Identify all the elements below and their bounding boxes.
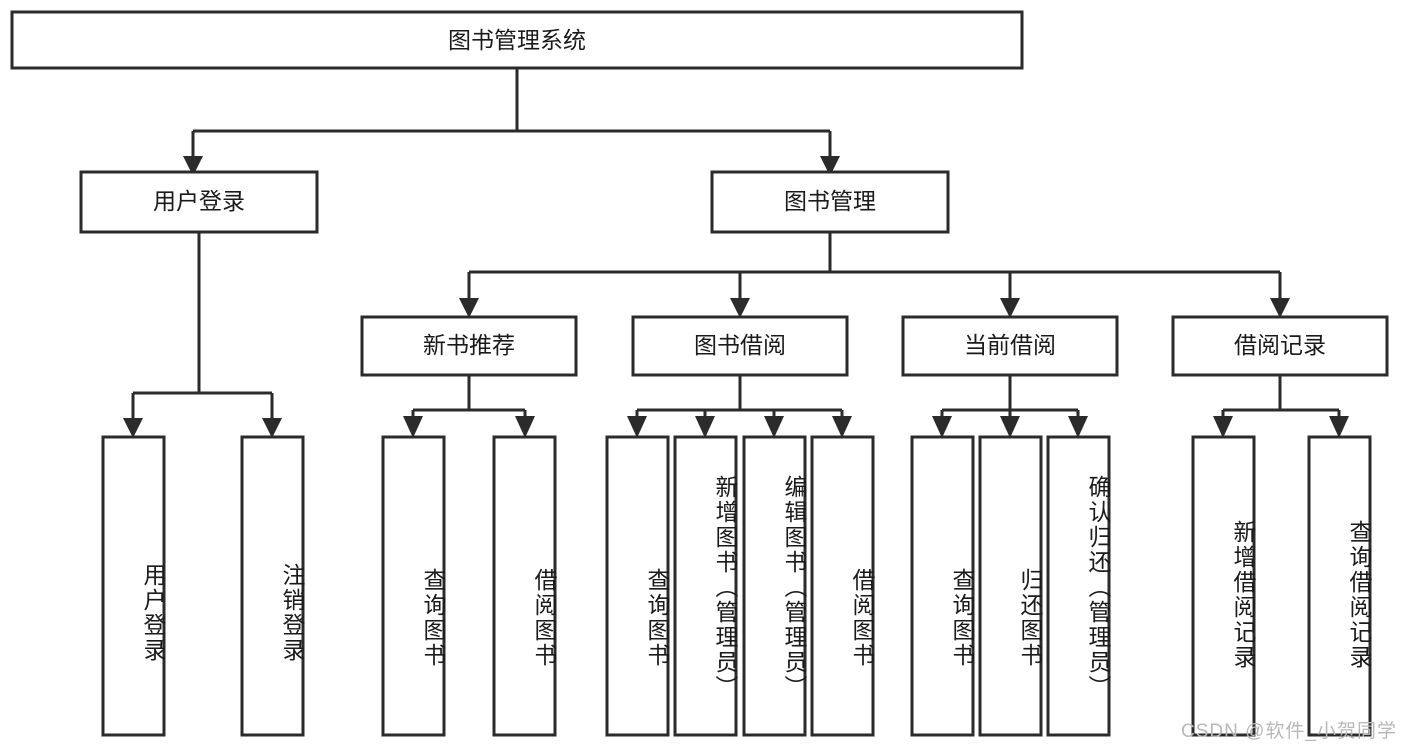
- node-user-login[interactable]: 用户登录: [79, 170, 319, 234]
- node-user-login-box[interactable]: [79, 170, 319, 234]
- leaf-box-bb-add-book[interactable]: [673, 435, 738, 737]
- arrowhead-cb-confirm-return: [1068, 416, 1088, 438]
- arrowhead-cb-return-book: [1000, 416, 1020, 438]
- edge-bookborrow-bus: [635, 375, 844, 420]
- node-book-borrow-box[interactable]: [631, 315, 849, 377]
- node-borrow-record-box[interactable]: [1171, 315, 1389, 377]
- arrowhead-bb-edit-book: [764, 416, 784, 438]
- node-new-book-recommend[interactable]: 新书推荐: [360, 315, 578, 377]
- arrowhead-br-add-record: [1213, 416, 1233, 438]
- node-new-book-recommend-box[interactable]: [360, 315, 578, 377]
- node-book-manage-label: 图书管理: [784, 188, 876, 214]
- node-book-borrow-label: 图书借阅: [694, 332, 786, 358]
- leaf-box-logout[interactable]: [240, 435, 305, 737]
- arrowhead-borrow-record: [1270, 298, 1290, 318]
- node-root-label: 图书管理系统: [448, 27, 586, 53]
- node-root-box[interactable]: [10, 10, 1024, 70]
- leaf-box-bb-borrow-book[interactable]: [810, 435, 875, 737]
- arrowhead-leaf-user-login: [123, 418, 143, 438]
- arrowhead-bb-query-book: [627, 416, 647, 438]
- arrowhead-book-manage: [820, 156, 840, 176]
- leaf-box-nb-borrow-book[interactable]: [492, 435, 557, 737]
- edges-layer: [123, 68, 1349, 438]
- arrowhead-nb-query-book: [403, 416, 423, 438]
- node-book-manage-box[interactable]: [710, 170, 950, 234]
- node-current-borrow-box[interactable]: [901, 315, 1119, 377]
- arrowhead-book-borrow: [730, 298, 750, 318]
- leaf-box-user-login[interactable]: [101, 435, 166, 737]
- node-current-borrow[interactable]: 当前借阅: [901, 315, 1119, 377]
- arrowhead-cb-query-book: [932, 416, 952, 438]
- edge-userlogin-bus: [131, 232, 274, 420]
- edge-currentborrow-bus: [940, 375, 1080, 420]
- node-borrow-record[interactable]: 借阅记录: [1171, 315, 1389, 377]
- arrowhead-user-login: [183, 156, 203, 176]
- leaf-box-bb-edit-book[interactable]: [742, 435, 807, 737]
- leaf-box-cb-query-book[interactable]: [910, 435, 975, 737]
- leaf-box-cb-return-book[interactable]: [978, 435, 1043, 737]
- edge-root-bus: [191, 68, 832, 158]
- node-user-login-label: 用户登录: [153, 188, 245, 214]
- node-new-book-recommend-label: 新书推荐: [423, 332, 515, 358]
- leaf-box-cb-confirm-return[interactable]: [1046, 435, 1111, 737]
- edge-bookmanage-bus: [467, 232, 1282, 300]
- arrowhead-bb-add-book: [695, 416, 715, 438]
- leaf-box-bb-query-book[interactable]: [605, 435, 670, 737]
- node-current-borrow-label: 当前借阅: [964, 332, 1056, 358]
- arrowhead-nb-borrow-book: [515, 416, 535, 438]
- edge-newbook-bus: [411, 375, 527, 420]
- arrowhead-br-query-record: [1329, 416, 1349, 438]
- node-book-borrow[interactable]: 图书借阅: [631, 315, 849, 377]
- edge-borrowrecord-bus: [1221, 375, 1341, 420]
- leaf-box-nb-query-book[interactable]: [381, 435, 446, 737]
- nodes-layer: 图书管理系统 用户登录 图书管理 新书推荐 图书借阅: [10, 10, 1389, 737]
- arrowhead-new-book-recommend: [459, 298, 479, 318]
- arrowhead-bb-borrow-book: [832, 416, 852, 438]
- arrowhead-current-borrow: [1000, 298, 1020, 318]
- leaf-box-br-add-record[interactable]: [1191, 435, 1256, 737]
- csdn-watermark: CSDN @软件_小贺同学: [1181, 721, 1397, 742]
- arrowhead-leaf-logout: [262, 418, 282, 438]
- leaf-box-br-query-record[interactable]: [1307, 435, 1372, 737]
- node-borrow-record-label: 借阅记录: [1234, 332, 1326, 358]
- node-book-manage[interactable]: 图书管理: [710, 170, 950, 234]
- node-root[interactable]: 图书管理系统: [10, 10, 1024, 70]
